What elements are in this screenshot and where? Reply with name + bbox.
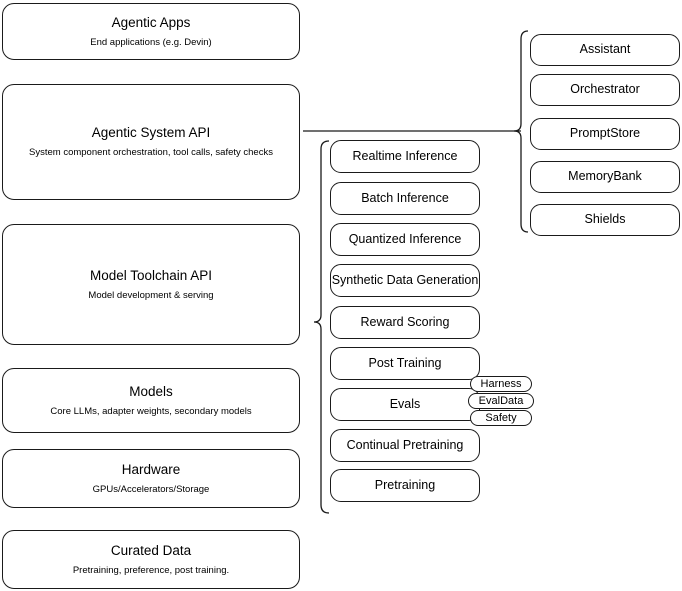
layer-title: Hardware bbox=[121, 461, 181, 477]
toolchain-item-quantized-inference[interactable]: Quantized Inference bbox=[330, 223, 480, 256]
brace-middle-column bbox=[313, 140, 330, 514]
item-label: Reward Scoring bbox=[360, 314, 450, 329]
toolchain-item-realtime-inference[interactable]: Realtime Inference bbox=[330, 140, 480, 173]
item-label: Assistant bbox=[579, 42, 631, 57]
toolchain-item-reward-scoring[interactable]: Reward Scoring bbox=[330, 306, 480, 339]
brace-right-column bbox=[513, 30, 529, 233]
toolchain-item-batch-inference[interactable]: Batch Inference bbox=[330, 182, 480, 215]
toolchain-item-pretraining[interactable]: Pretraining bbox=[330, 469, 480, 502]
layer-subtitle: Model development & serving bbox=[88, 289, 214, 301]
item-label: MemoryBank bbox=[568, 169, 642, 184]
item-label: PromptStore bbox=[569, 126, 641, 141]
layer-model-toolchain-api[interactable]: Model Toolchain API Model development & … bbox=[2, 224, 300, 345]
item-label: Quantized Inference bbox=[348, 231, 462, 246]
layer-title: Model Toolchain API bbox=[89, 267, 213, 283]
layer-models[interactable]: Models Core LLMs, adapter weights, secon… bbox=[2, 368, 300, 433]
layer-title: Agentic System API bbox=[91, 125, 211, 141]
item-label: Pretraining bbox=[374, 477, 436, 492]
toolchain-item-post-training[interactable]: Post Training bbox=[330, 347, 480, 380]
layer-hardware[interactable]: Hardware GPUs/Accelerators/Storage bbox=[2, 449, 300, 508]
item-label: Synthetic Data Generation bbox=[331, 272, 479, 287]
layer-subtitle: Core LLMs, adapter weights, secondary mo… bbox=[50, 405, 252, 417]
layer-subtitle: System component orchestration, tool cal… bbox=[29, 147, 273, 158]
pill-label: EvalData bbox=[478, 395, 524, 407]
evals-pill-safety[interactable]: Safety bbox=[470, 410, 532, 426]
item-label: Post Training bbox=[368, 355, 442, 370]
agentic-component-memorybank[interactable]: MemoryBank bbox=[530, 161, 680, 193]
layer-title: Models bbox=[129, 383, 173, 399]
item-label: Shields bbox=[584, 212, 626, 227]
layer-subtitle: Pretraining, preference, post training. bbox=[72, 564, 230, 576]
pill-label: Safety bbox=[485, 412, 517, 424]
item-label: Realtime Inference bbox=[352, 148, 458, 163]
agentic-component-orchestrator[interactable]: Orchestrator bbox=[530, 74, 680, 106]
item-label: Continual Pretraining bbox=[346, 437, 464, 452]
item-label: Evals bbox=[389, 396, 421, 411]
layer-agentic-system-api[interactable]: Agentic System API System component orch… bbox=[2, 84, 300, 200]
agentic-component-promptstore[interactable]: PromptStore bbox=[530, 118, 680, 150]
item-label: Batch Inference bbox=[361, 190, 449, 205]
layer-subtitle: End applications (e.g. Devin) bbox=[90, 36, 212, 48]
pill-label: Harness bbox=[480, 378, 522, 390]
item-label: Orchestrator bbox=[570, 82, 640, 97]
layer-subtitle: GPUs/Accelerators/Storage bbox=[92, 483, 210, 495]
agentic-component-assistant[interactable]: Assistant bbox=[530, 34, 680, 66]
toolchain-item-evals[interactable]: Evals bbox=[330, 388, 480, 421]
layer-title: Agentic Apps bbox=[111, 14, 191, 30]
toolchain-item-continual-pretraining[interactable]: Continual Pretraining bbox=[330, 429, 480, 462]
agentic-component-shields[interactable]: Shields bbox=[530, 204, 680, 236]
layer-title: Curated Data bbox=[110, 542, 192, 558]
evals-pill-harness[interactable]: Harness bbox=[470, 376, 532, 392]
evals-pill-evaldata[interactable]: EvalData bbox=[468, 393, 534, 409]
layer-curated-data[interactable]: Curated Data Pretraining, preference, po… bbox=[2, 530, 300, 589]
layer-agentic-apps[interactable]: Agentic Apps End applications (e.g. Devi… bbox=[2, 3, 300, 60]
toolchain-item-synthetic-data-generation[interactable]: Synthetic Data Generation bbox=[330, 264, 480, 297]
